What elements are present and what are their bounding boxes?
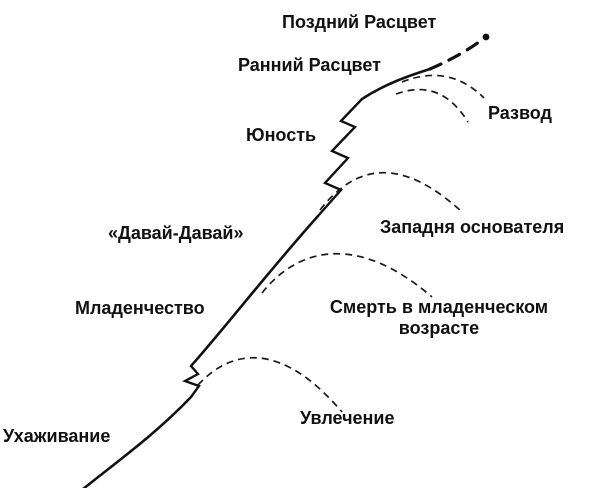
affair-arc [197,356,343,413]
label-late-prime: Поздний Расцвет [282,12,437,32]
label-affair: Увлечение [300,408,395,428]
label-go-go: «Давай-Давай» [108,223,244,243]
label-divorce: Развод [488,103,552,123]
label-adolescence: Юность [246,125,317,145]
infant-mortality-arc [261,252,433,298]
label-infant-mortality: Смерть в младенческом возрасте [329,297,549,338]
label-early-prime: Ранний Расцвет [238,55,381,75]
main-curve-upper [360,67,432,101]
adolescence-zigzag [317,98,363,217]
label-infancy: Младенчество [75,298,205,318]
main-curve-middle [189,214,320,368]
label-founders-trap: Западня основателя [380,217,565,237]
main-curve-dashed-top [428,40,481,71]
label-courtship: Ухаживание [3,426,111,446]
divorce-arc-upper [401,74,485,99]
divorce-arc-lower [395,88,469,123]
break-zigzag-small [182,365,201,398]
founders-trap-arc [319,171,463,213]
curve-end-dot [482,33,490,41]
